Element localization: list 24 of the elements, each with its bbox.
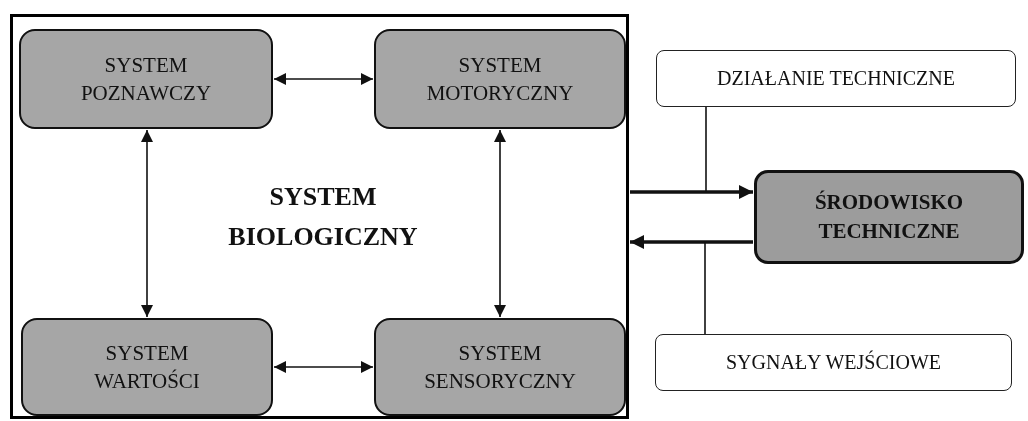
process-box (21, 318, 273, 416)
process-box (374, 29, 626, 129)
node-label: ŚRODOWISKO TECHNICZNE (813, 188, 965, 245)
process-box (374, 318, 626, 416)
process-box (19, 29, 273, 129)
arrow (273, 73, 374, 85)
node-label: DZIAŁANIE TECHNICZNE (717, 67, 955, 90)
input-box (656, 50, 1016, 107)
arrow (494, 129, 506, 318)
node-label: SYSTEM SENSORYCZNY (423, 339, 577, 395)
connector-line (705, 106, 707, 193)
node-label: SYSTEM POZNAWCZY (79, 51, 213, 107)
arrow (630, 235, 753, 249)
system-container-box (10, 14, 629, 419)
node-label: SYSTEM WARTOŚCI (93, 339, 201, 395)
environment-box (754, 170, 1024, 264)
node-label: SYGNAŁY WEJŚCIOWE (726, 351, 941, 374)
arrow (630, 185, 753, 199)
node-label: SYSTEM MOTORYCZNY (425, 51, 575, 107)
arrow (141, 129, 153, 318)
container-title: SYSTEM BIOLOGICZNY (228, 181, 418, 254)
input-box (655, 334, 1012, 391)
connector-line (704, 241, 706, 335)
arrow (273, 361, 374, 373)
